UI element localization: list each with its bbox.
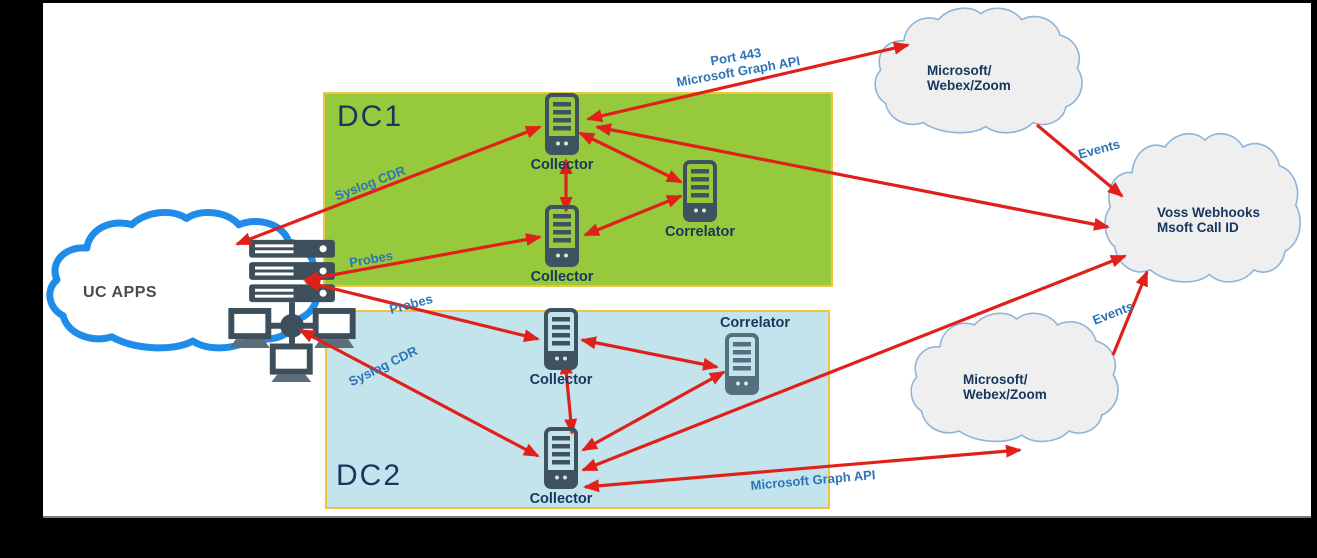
architecture-diagram: DC1 DC2 UC APPS [43, 8, 1311, 516]
arrow-events-bottom [1111, 270, 1149, 356]
dc2-collector-top: Collector [516, 308, 606, 388]
ms-webex-zoom-cloud-top: Microsoft/Webex/Zoom [873, 6, 1085, 142]
arrow-syslog-dc2 [298, 328, 540, 458]
dc1-collector-bottom: Collector [517, 205, 607, 285]
server-tower-icon [683, 160, 717, 222]
diagram-canvas: DC1 DC2 UC APPS [43, 3, 1311, 518]
server-tower-icon [544, 308, 578, 370]
dc1-collector-top: Collector [517, 93, 607, 173]
server-tower-icon [725, 333, 759, 395]
server-tower-icon [544, 427, 578, 489]
arrow-syslog-dc1 [235, 125, 542, 246]
arrow-port443-graph-api [586, 41, 910, 123]
server-tower-icon [545, 93, 579, 155]
arrow-dc2-collector-collector [559, 358, 578, 435]
dc2-collector-bottom: Collector [516, 427, 606, 507]
uc-apps-cloud: UC APPS [47, 210, 356, 382]
ms-top-label: Microsoft/Webex/Zoom [927, 63, 1011, 93]
arrow-dc1-collector-voss [595, 123, 1110, 231]
arrow-probes-dc1 [303, 233, 542, 284]
server-tower-icon [545, 205, 579, 267]
connection-arrows [235, 41, 1149, 493]
cloud-outline-icon [1103, 131, 1303, 293]
dc2-correlator: Correlator [697, 315, 790, 395]
uc-apps-label: UC APPS [83, 284, 158, 301]
dc1-correlator: Correlator [655, 160, 745, 240]
arrow-graph-api-bottom [583, 444, 1022, 493]
arrow-probes-dc2 [304, 279, 540, 342]
dc2-title: DC2 [336, 459, 403, 492]
arrow-events-top [1035, 123, 1124, 198]
arrow-dc2-collector-voss [581, 254, 1127, 472]
